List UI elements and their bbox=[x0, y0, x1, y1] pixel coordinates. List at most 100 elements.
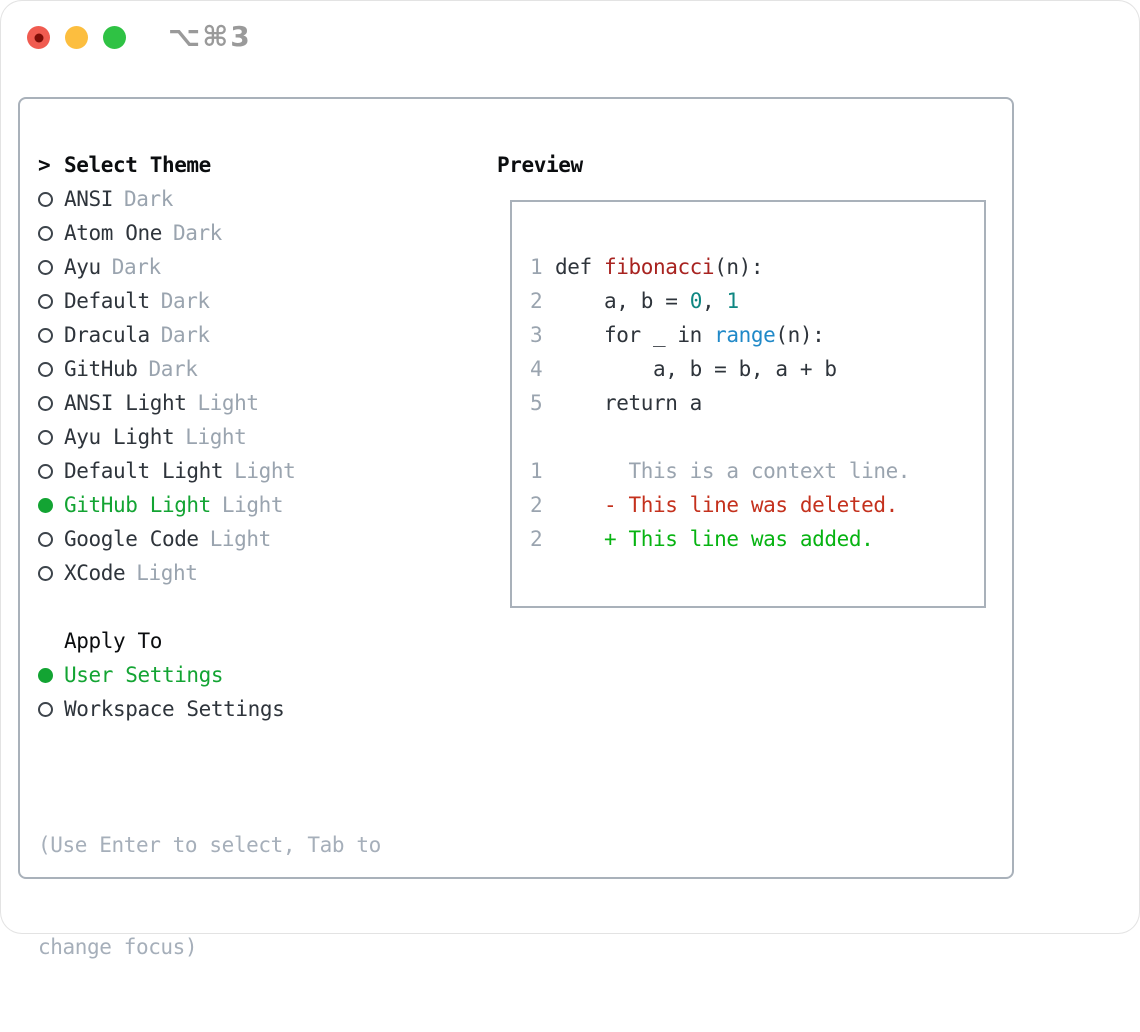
code-line-1: 1 def fibonacci(n): bbox=[530, 250, 984, 284]
theme-name: Ayu bbox=[64, 255, 101, 279]
theme-item-default-dark[interactable]: Default Dark bbox=[38, 284, 295, 318]
radio-selected-icon bbox=[38, 667, 53, 683]
prompt-icon: > bbox=[38, 153, 51, 177]
hint-line-2: change focus) bbox=[38, 935, 198, 959]
radio-circle-icon bbox=[38, 429, 53, 445]
theme-variant: Dark bbox=[111, 255, 161, 279]
line-number: 2 bbox=[530, 527, 543, 551]
code-text: , bbox=[701, 289, 727, 313]
line-number: 1 bbox=[530, 459, 543, 483]
theme-item-default-light[interactable]: Default Light Light bbox=[38, 454, 296, 488]
hint-line-1: (Use Enter to select, Tab to bbox=[38, 833, 381, 857]
apply-option-label: Workspace Settings bbox=[64, 697, 285, 721]
radio-circle-icon bbox=[38, 531, 53, 547]
theme-list-header: > Select Theme bbox=[38, 148, 295, 182]
radio-circle-icon bbox=[38, 701, 53, 717]
radio-selected-icon bbox=[38, 497, 53, 513]
theme-variant: Dark bbox=[172, 221, 222, 245]
theme-name: XCode bbox=[64, 561, 126, 585]
theme-variant: Light bbox=[209, 527, 272, 551]
code-line-5: 5 return a bbox=[530, 386, 984, 420]
theme-variant: Light bbox=[221, 493, 284, 517]
diff-deleted-text: - This line was deleted. bbox=[555, 493, 898, 517]
window-shortcut-title: ⌥⌘3 bbox=[168, 20, 252, 53]
theme-item-dracula-dark[interactable]: Dracula Dark bbox=[38, 318, 295, 352]
theme-name: Ayu Light bbox=[64, 425, 175, 449]
theme-name: Google Code bbox=[64, 527, 199, 551]
line-number: 2 bbox=[530, 289, 543, 313]
theme-variant: Dark bbox=[148, 357, 198, 381]
code-text: return a bbox=[555, 391, 702, 415]
spacer bbox=[38, 634, 53, 649]
theme-name: Default Light bbox=[64, 459, 224, 483]
titlebar: ⌥⌘3 bbox=[0, 0, 1140, 74]
code-builtin: range bbox=[714, 323, 776, 347]
diff-added-text: + This line was added. bbox=[555, 527, 874, 551]
theme-name: Default bbox=[64, 289, 150, 313]
theme-name: GitHub Light bbox=[64, 493, 211, 517]
radio-circle-icon bbox=[38, 361, 53, 377]
code-text: a, b = b, a + b bbox=[555, 357, 837, 381]
theme-item-ayu-dark[interactable]: Ayu Dark bbox=[38, 250, 295, 284]
apply-option-label: User Settings bbox=[64, 663, 224, 687]
theme-variant: Light bbox=[234, 459, 296, 483]
theme-item-atom-one-dark[interactable]: Atom One Dark bbox=[38, 216, 295, 250]
theme-name: ANSI bbox=[64, 187, 113, 211]
theme-item-github-dark[interactable]: GitHub Dark bbox=[38, 352, 295, 386]
keyboard-hint: (Use Enter to select, Tab to change focu… bbox=[38, 760, 381, 1032]
apply-to-title: Apply To bbox=[64, 629, 162, 653]
code-function-name: fibonacci bbox=[603, 255, 715, 279]
diff-context-text: This is a context line. bbox=[555, 459, 911, 483]
theme-variant: Dark bbox=[160, 289, 210, 313]
diff-added-line: 2 + This line was added. bbox=[530, 522, 984, 556]
radio-circle-icon bbox=[38, 463, 53, 479]
code-text: a, b = bbox=[555, 289, 690, 313]
code-number-literal: 1 bbox=[726, 289, 739, 313]
line-number: 1 bbox=[530, 255, 543, 279]
radio-circle-icon bbox=[38, 395, 53, 411]
minimize-button[interactable] bbox=[65, 26, 88, 49]
radio-circle-icon bbox=[38, 327, 53, 343]
theme-item-xcode[interactable]: XCode Light bbox=[38, 556, 295, 590]
theme-item-ayu-light[interactable]: Ayu Light Light bbox=[38, 420, 295, 454]
zoom-button[interactable] bbox=[103, 26, 126, 49]
blank-line bbox=[530, 420, 984, 454]
code-text: def bbox=[555, 255, 604, 279]
apply-option-user-settings[interactable]: User Settings bbox=[38, 658, 284, 692]
app-window: ⌥⌘3 > Select Theme ANSI Dark Atom One Da… bbox=[0, 0, 1140, 934]
theme-variant: Light bbox=[136, 561, 198, 585]
code-number-literal: 0 bbox=[689, 289, 703, 313]
radio-circle-icon bbox=[38, 191, 53, 207]
code-text: (n): bbox=[714, 255, 764, 279]
preview-title: Preview bbox=[497, 153, 583, 177]
line-number: 4 bbox=[530, 357, 543, 381]
theme-list: > Select Theme ANSI Dark Atom One Dark A… bbox=[38, 148, 296, 590]
line-number: 3 bbox=[530, 323, 543, 347]
theme-item-ansi-dark[interactable]: ANSI Dark bbox=[38, 182, 295, 216]
radio-circle-icon bbox=[38, 293, 53, 309]
theme-variant: Light bbox=[185, 425, 247, 449]
theme-item-github-light[interactable]: GitHub Light Light bbox=[38, 488, 295, 522]
line-number: 2 bbox=[530, 493, 543, 517]
theme-list-title: Select Theme bbox=[64, 153, 211, 177]
line-number: 5 bbox=[530, 391, 543, 415]
code-preview: 1 def fibonacci(n): 2 a, b = 0, 1 3 for … bbox=[530, 250, 984, 556]
apply-to-section: Apply To User Settings Workspace Setting… bbox=[38, 624, 285, 726]
diff-deleted-line: 2 - This line was deleted. bbox=[530, 488, 984, 522]
preview-pane: 1 def fibonacci(n): 2 a, b = 0, 1 3 for … bbox=[510, 200, 986, 608]
apply-to-header: Apply To bbox=[38, 624, 284, 658]
radio-circle-icon bbox=[38, 225, 53, 241]
apply-option-workspace-settings[interactable]: Workspace Settings bbox=[38, 692, 285, 726]
theme-item-google-code[interactable]: Google Code Light bbox=[38, 522, 295, 556]
theme-variant: Dark bbox=[123, 187, 173, 211]
theme-name: Atom One bbox=[64, 221, 162, 245]
close-button[interactable] bbox=[27, 26, 50, 49]
code-text: for _ in bbox=[555, 323, 715, 347]
code-line-4: 4 a, b = b, a + b bbox=[530, 352, 984, 386]
radio-circle-icon bbox=[38, 259, 53, 275]
theme-name: GitHub bbox=[64, 357, 138, 381]
diff-context-line: 1 This is a context line. bbox=[530, 454, 984, 488]
theme-item-ansi-light[interactable]: ANSI Light Light bbox=[38, 386, 295, 420]
theme-name: Dracula bbox=[64, 323, 150, 347]
radio-circle-icon bbox=[38, 565, 53, 581]
